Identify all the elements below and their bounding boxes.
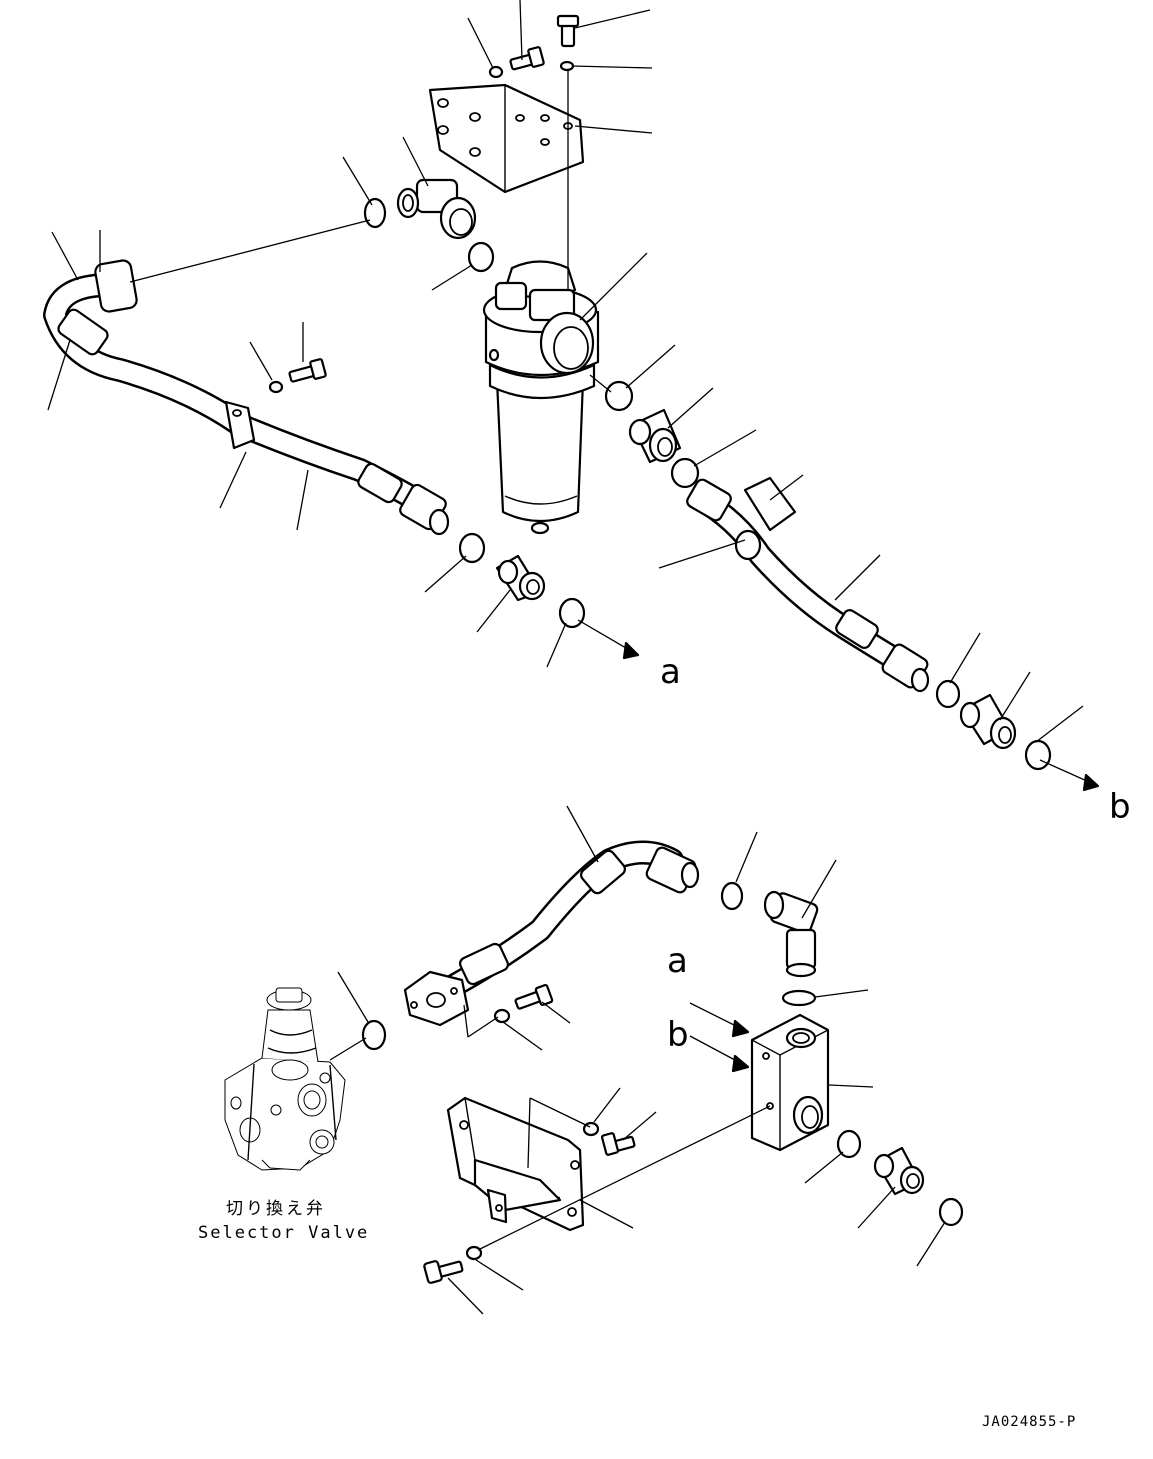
selector-valve <box>224 987 346 1171</box>
bracket-bolt <box>600 1132 636 1156</box>
selector-valve-caption-jp: 切り換え弁 <box>226 1199 326 1219</box>
leader-lines-bottom <box>329 805 946 1315</box>
o-ring <box>670 457 700 489</box>
o-ring <box>938 1197 964 1227</box>
elbow-fitting <box>763 890 819 978</box>
reference-label-b-lower: b <box>667 1015 689 1055</box>
o-ring <box>604 380 634 412</box>
adapter-fitting <box>495 554 546 602</box>
hose-left <box>43 259 450 536</box>
bracket-bolt <box>423 1260 464 1284</box>
straight-connector <box>959 693 1017 750</box>
washer <box>488 65 504 79</box>
valve-bracket <box>446 1096 585 1232</box>
reference-label-b: b <box>1109 787 1131 827</box>
clamp-bolt <box>288 358 327 383</box>
bracket-bolt-right <box>556 14 580 48</box>
o-ring <box>458 532 486 564</box>
filter-bracket <box>428 83 585 194</box>
o-ring <box>781 989 817 1007</box>
hydraulic-filter <box>482 260 600 535</box>
hose-right <box>686 476 930 693</box>
washer <box>268 380 284 394</box>
o-ring <box>363 197 387 229</box>
o-ring <box>558 597 586 629</box>
o-ring <box>1024 739 1052 771</box>
document-id: JA024855-P <box>982 1414 1076 1430</box>
o-ring <box>836 1129 862 1159</box>
leader-lines-top <box>47 0 1100 792</box>
washer <box>493 1008 511 1024</box>
straight-connector <box>628 408 682 464</box>
o-ring <box>467 241 495 273</box>
bracket-bolt-left <box>509 46 545 71</box>
flange-bolt <box>514 983 554 1010</box>
o-ring <box>935 679 961 709</box>
straight-connector <box>873 1146 925 1196</box>
reference-label-a-lower: a <box>667 941 688 981</box>
washer <box>559 60 575 72</box>
o-ring <box>361 1019 387 1051</box>
elbow-fitting <box>396 178 477 240</box>
selector-valve-caption-en: Selector Valve <box>198 1223 369 1243</box>
reference-label-a: a <box>660 652 681 692</box>
valve-block <box>750 1013 830 1152</box>
o-ring <box>720 881 744 911</box>
hose-lower <box>403 840 700 1027</box>
washer <box>465 1245 483 1261</box>
